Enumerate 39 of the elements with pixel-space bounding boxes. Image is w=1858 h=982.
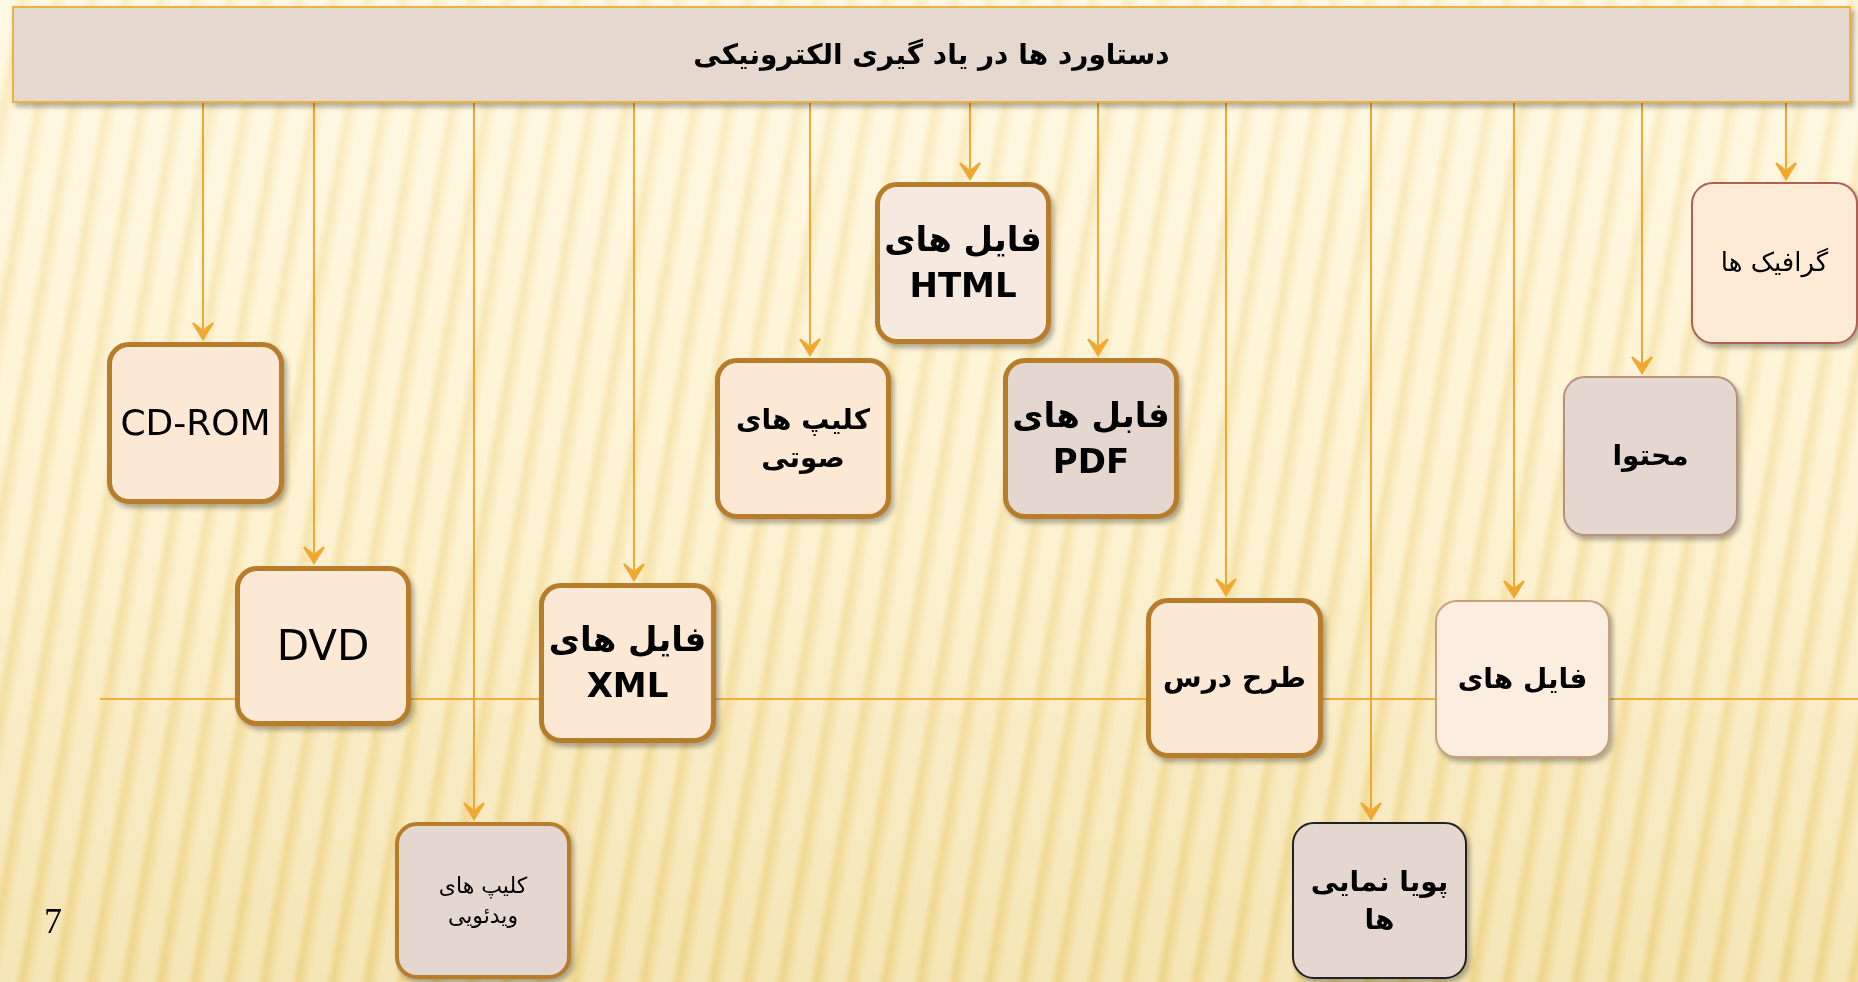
arrow bbox=[192, 102, 214, 340]
rounded-box bbox=[107, 342, 284, 504]
rounded-box bbox=[715, 358, 891, 519]
arrow bbox=[1215, 102, 1237, 596]
rounded-box bbox=[1003, 358, 1179, 519]
rounded-box bbox=[1691, 182, 1858, 344]
arrow bbox=[1360, 102, 1382, 820]
box-text: کلیپ های صوتی bbox=[734, 401, 872, 476]
rounded-box bbox=[539, 583, 716, 743]
rounded-box bbox=[1146, 598, 1323, 758]
title-text: دستاورد ها در یاد گیری الکترونیکی bbox=[693, 36, 1170, 73]
title-bar bbox=[12, 6, 1851, 103]
box-text: گرافیک ها bbox=[1720, 246, 1829, 280]
box-text: فابل های PDF bbox=[1012, 393, 1170, 483]
arrow bbox=[799, 102, 821, 356]
box-text: فایل های bbox=[1457, 661, 1588, 698]
box-text: کلیپ های ویدئویی bbox=[437, 871, 529, 930]
arrow bbox=[959, 102, 981, 180]
box-text: DVD bbox=[276, 619, 370, 672]
rounded-box bbox=[1292, 822, 1467, 979]
rounded-box bbox=[395, 822, 571, 979]
rounded-box bbox=[1435, 600, 1610, 758]
arrow bbox=[1503, 102, 1525, 598]
arrow bbox=[623, 102, 645, 581]
box-text: محتوا bbox=[1612, 438, 1689, 475]
rounded-box bbox=[1563, 376, 1738, 536]
page-number: 7 bbox=[44, 900, 62, 942]
arrow bbox=[1775, 102, 1797, 180]
rounded-box bbox=[235, 566, 411, 726]
box-text: CD-ROM bbox=[120, 400, 271, 445]
box-text: پویا نمایی ها bbox=[1309, 863, 1450, 938]
rounded-box bbox=[875, 182, 1051, 344]
box-text: فایل های HTML bbox=[884, 218, 1042, 307]
arrow bbox=[1631, 102, 1653, 374]
arrow bbox=[463, 102, 485, 820]
box-text: طرح درس bbox=[1163, 660, 1306, 697]
box-text: فایل های XML bbox=[548, 618, 707, 707]
arrow bbox=[1087, 102, 1109, 356]
arrow bbox=[303, 102, 325, 564]
